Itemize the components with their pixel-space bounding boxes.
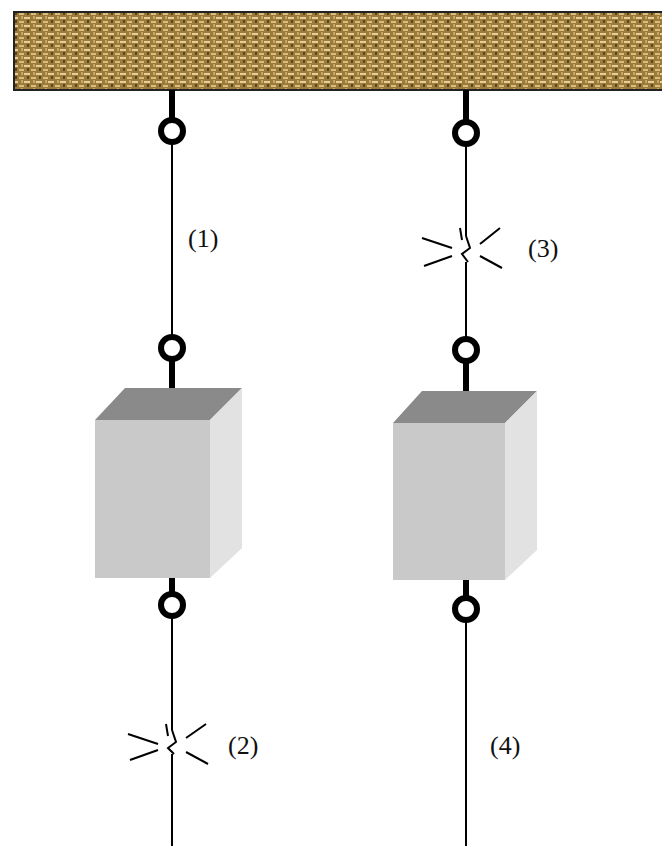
callout-number: (4) xyxy=(490,733,520,759)
ceiling xyxy=(14,12,662,90)
left-lower-string xyxy=(161,578,183,846)
callout-number: (1) xyxy=(188,226,218,252)
break-mark xyxy=(128,724,208,764)
left-hanger xyxy=(161,90,183,405)
callout-number: (3) xyxy=(528,236,558,262)
right-block xyxy=(393,391,537,580)
right-hanger xyxy=(455,90,477,408)
callout-number: (2) xyxy=(228,733,258,759)
right-lower-string xyxy=(455,580,477,846)
break-mark xyxy=(422,228,502,268)
left-block xyxy=(95,388,242,578)
